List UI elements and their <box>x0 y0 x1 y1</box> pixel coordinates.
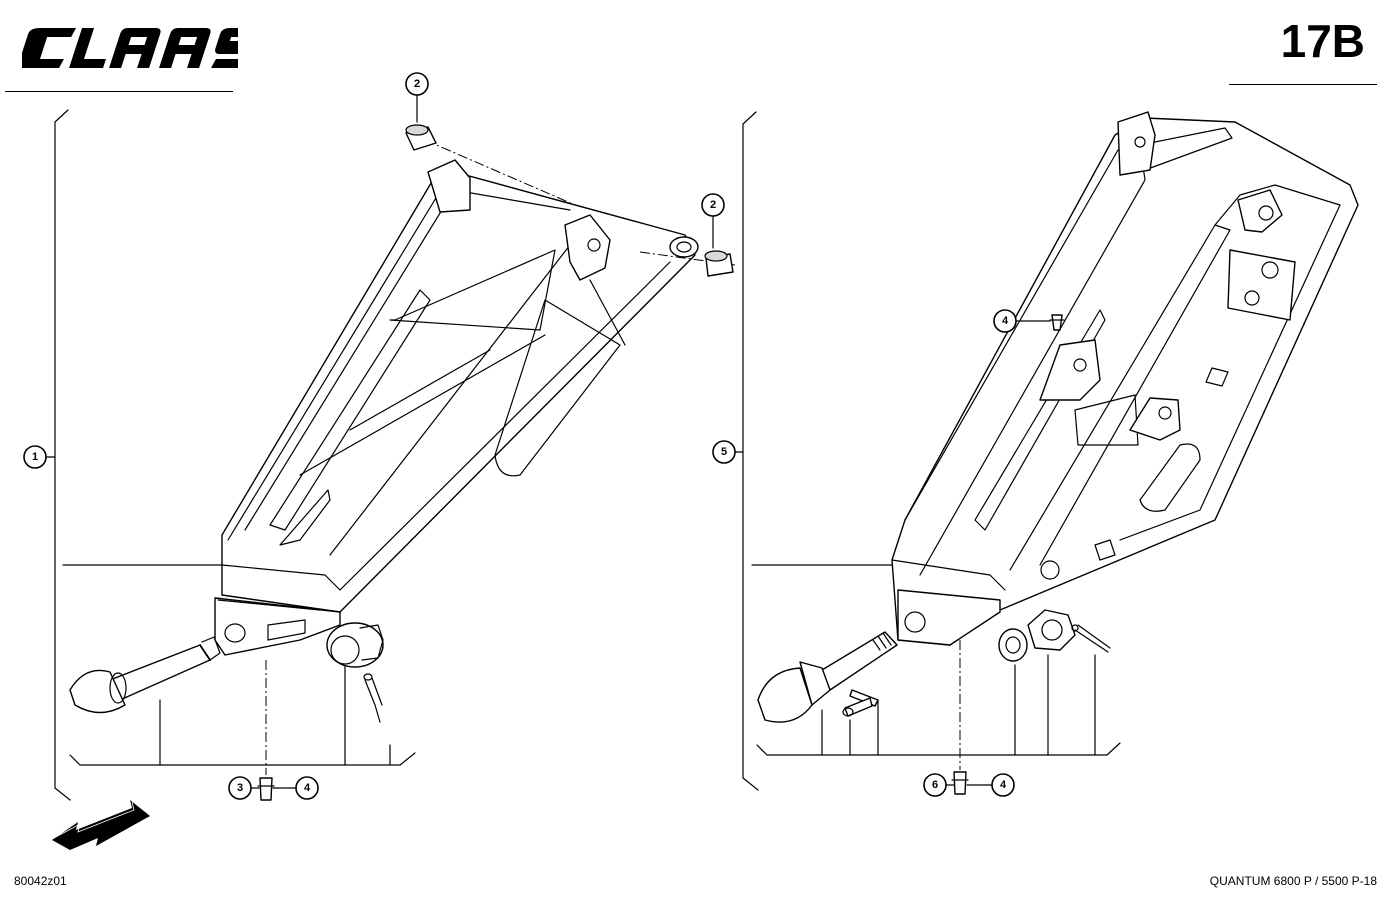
left-castle-nut <box>326 622 384 668</box>
callout-6: 6 <box>923 773 955 797</box>
header-rule-right <box>1229 84 1377 85</box>
left-group-bracket <box>54 109 416 801</box>
callout-3-label: 3 <box>237 782 243 794</box>
right-washer <box>998 628 1028 662</box>
sheet-number: 17B <box>1280 15 1365 67</box>
right-castle-nut <box>1027 609 1076 651</box>
callout-1: 1 <box>23 445 56 469</box>
direction-arrow-icon <box>52 800 150 850</box>
callout-2-top-label: 2 <box>414 78 420 90</box>
left-drawbar <box>214 139 736 656</box>
right-split-pin <box>1071 624 1111 653</box>
right-clamp-pin <box>842 689 879 717</box>
callout-2-top: 2 <box>405 72 429 123</box>
callout-4-right: 4 <box>966 773 1015 797</box>
left-bushing-top <box>405 124 437 151</box>
left-bushing-right <box>704 250 734 277</box>
callout-5: 5 <box>712 440 744 464</box>
callout-4-upper-label: 4 <box>1002 315 1009 327</box>
header-rule-left <box>5 91 233 92</box>
left-split-pin <box>363 673 383 723</box>
drawing-id: 80042z01 <box>14 874 67 888</box>
callout-3: 3 <box>228 776 260 800</box>
callout-1-label: 1 <box>32 451 38 463</box>
right-drawbar <box>891 111 1359 646</box>
callout-5-label: 5 <box>721 446 727 458</box>
right-grease-nipple-lower <box>951 640 969 795</box>
callout-6-label: 6 <box>932 779 938 791</box>
callout-2-right-label: 2 <box>710 199 716 211</box>
model-page: QUANTUM 6800 P / 5500 P-18 <box>1209 874 1377 888</box>
callout-2-right: 2 <box>701 193 725 249</box>
left-hitch-pin <box>69 636 221 714</box>
right-hitch-pin <box>757 631 898 723</box>
right-group-bracket <box>742 111 1121 791</box>
callout-4-left: 4 <box>272 776 319 800</box>
callout-4-left-label: 4 <box>304 782 311 794</box>
callout-4-right-label: 4 <box>1000 779 1007 791</box>
left-grease-nipple <box>257 660 275 801</box>
right-grease-nipple-upper <box>1049 314 1065 331</box>
callout-4-upper: 4 <box>993 309 1051 333</box>
